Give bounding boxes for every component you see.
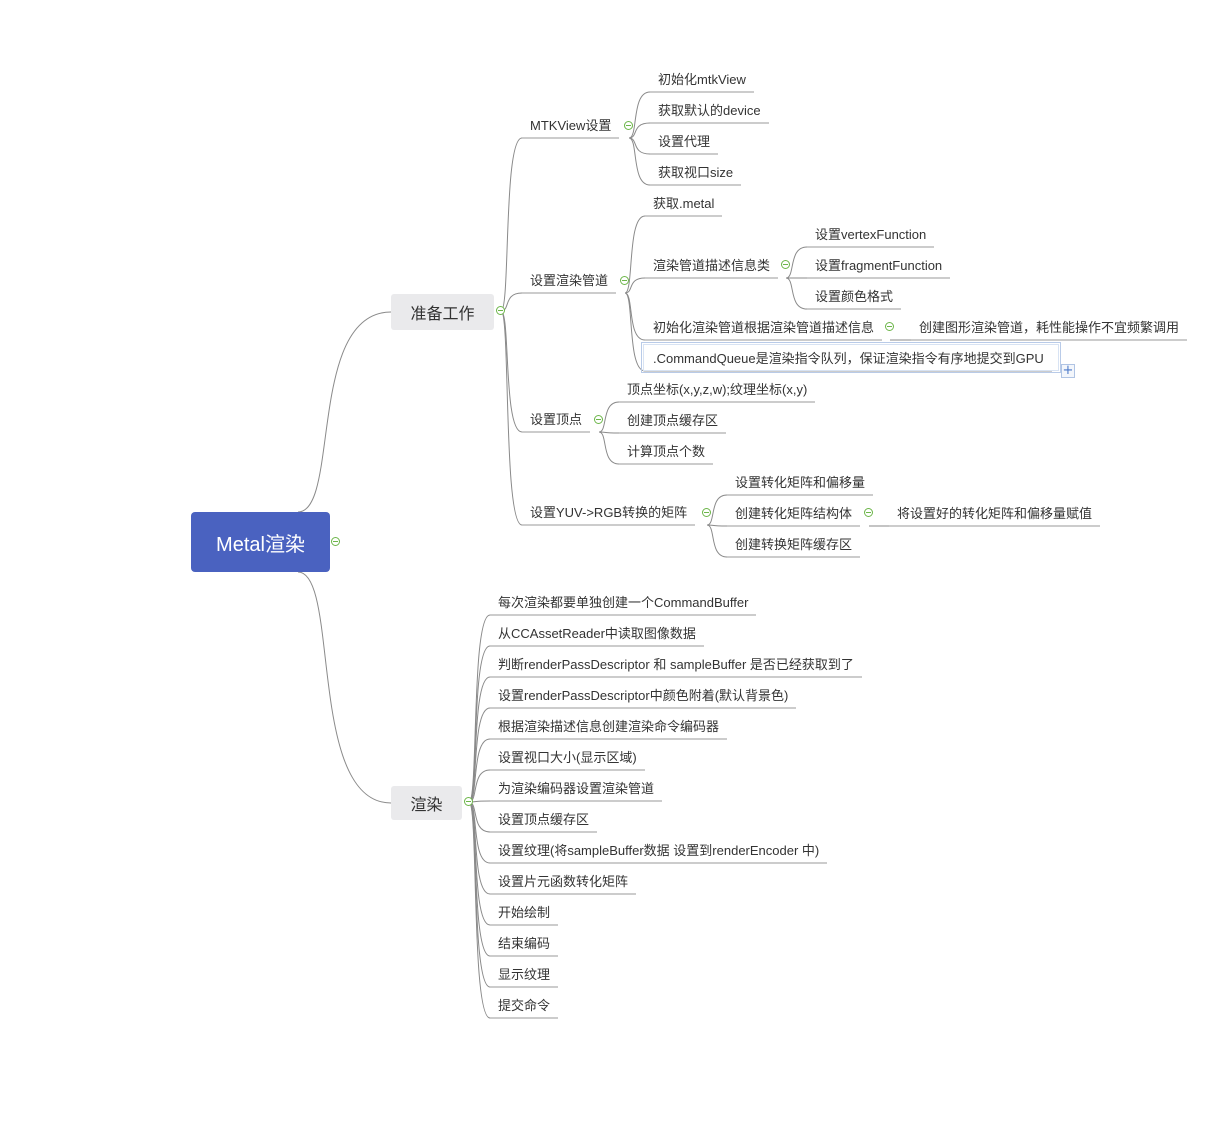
minus-circle-icon[interactable]: [496, 306, 505, 315]
node-render-step[interactable]: 从CCAssetReader中读取图像数据: [498, 626, 696, 641]
connector-render-step: [468, 801, 491, 988]
connector-branch: [706, 494, 728, 526]
connector-render-step: [468, 801, 491, 1019]
node-render-step[interactable]: 设置视口大小(显示区域): [498, 750, 637, 765]
node-pipeline-init[interactable]: 初始化渲染管道根据渲染管道描述信息: [653, 320, 875, 335]
node-yuv[interactable]: 设置YUV->RGB转换的矩阵: [530, 505, 688, 520]
node-render-step[interactable]: 显示纹理: [498, 967, 551, 982]
minus-circle-icon[interactable]: [331, 537, 340, 546]
connector-root-render: [297, 571, 392, 804]
minus-circle-icon[interactable]: [624, 121, 633, 130]
node-yuv-create-buffer[interactable]: 创建转换矩阵缓存区: [735, 537, 853, 552]
node-render-step[interactable]: 判断renderPassDescriptor 和 sampleBuffer 是否…: [498, 657, 854, 672]
minus-circle-icon[interactable]: [620, 276, 629, 285]
node-render-step[interactable]: 结束编码: [498, 936, 551, 951]
node-yuv-create-struct[interactable]: 创建转化矩阵结构体: [735, 506, 853, 521]
node-yuv-set-matrix[interactable]: 设置转化矩阵和偏移量: [735, 475, 866, 490]
node-render-step[interactable]: 提交命令: [498, 998, 551, 1013]
connector-branch: [706, 524, 728, 527]
connector-branch: [785, 246, 808, 279]
node-prepare-label: 准备工作: [410, 306, 475, 323]
node-command-queue[interactable]: .CommandQueue是渲染指令队列，保证渲染指令有序地提交到GPU: [653, 351, 1044, 366]
connector-branch: [598, 431, 620, 434]
node-pipeline[interactable]: 设置渲染管道: [530, 273, 609, 288]
node-mtkview[interactable]: MTKView设置: [530, 118, 612, 133]
node-vertex-item[interactable]: 顶点坐标(x,y,z,w);纹理坐标(x,y): [627, 382, 808, 397]
node-mtkview-item[interactable]: 初始化mtkView: [658, 72, 746, 87]
node-descriptor-item[interactable]: 设置fragmentFunction: [815, 258, 943, 273]
minus-circle-icon[interactable]: [864, 508, 873, 517]
connector-branch: [628, 122, 651, 139]
connector-branch: [706, 524, 728, 558]
node-mtkview-item[interactable]: 获取默认的device: [658, 103, 761, 118]
node-descriptor-item[interactable]: 设置vertexFunction: [815, 227, 927, 242]
minus-circle-icon[interactable]: [702, 508, 711, 517]
plus-icon[interactable]: +: [1061, 363, 1075, 378]
connector-branch: [628, 137, 651, 186]
minus-circle-icon[interactable]: [885, 322, 894, 331]
minus-circle-icon[interactable]: [464, 797, 473, 806]
node-render-step[interactable]: 设置片元函数转化矩阵: [498, 874, 629, 889]
node-vertex-item[interactable]: 计算顶点个数: [627, 444, 706, 459]
selection-frame: [641, 342, 1061, 373]
node-render-step[interactable]: 设置纹理(将sampleBuffer数据 设置到renderEncoder 中): [498, 843, 820, 858]
node-mtkview-item[interactable]: 设置代理: [658, 134, 711, 149]
root-label: Metal渲染: [216, 533, 305, 556]
selection-frame-inner: [643, 344, 1059, 371]
connector-prepare-child: [500, 310, 523, 433]
connector-root-prepare: [297, 311, 392, 513]
root-node[interactable]: Metal渲染: [191, 512, 330, 572]
node-render-step[interactable]: 根据渲染描述信息创建渲染命令编码器: [498, 719, 720, 734]
node-render-step[interactable]: 开始绘制: [498, 905, 551, 920]
node-get-metal[interactable]: 获取.metal: [653, 196, 715, 211]
node-descriptor-item[interactable]: 设置颜色格式: [815, 289, 894, 304]
connector-branch: [598, 431, 620, 465]
node-render-step[interactable]: 设置renderPassDescriptor中颜色附着(默认背景色): [498, 688, 789, 703]
node-yuv-struct-note[interactable]: 将设置好的转化矩阵和偏移量赋值: [897, 506, 1093, 521]
node-mtkview-item[interactable]: 获取视口size: [658, 165, 734, 180]
connector-branch: [624, 292, 646, 372]
node-render-step[interactable]: 每次渲染都要单独创建一个CommandBuffer: [498, 595, 749, 610]
connector-render-step: [468, 801, 491, 926]
node-render-label: 渲染: [410, 797, 443, 814]
connector-branch: [624, 215, 646, 294]
node-prepare[interactable]: 准备工作: [391, 294, 494, 330]
node-pipeline-init-note[interactable]: 创建图形渲染管道，耗性能操作不宜频繁调用: [919, 320, 1180, 335]
node-vertex[interactable]: 设置顶点: [530, 412, 583, 427]
node-vertex-item[interactable]: 创建顶点缓存区: [627, 413, 719, 428]
minus-circle-icon[interactable]: [781, 260, 790, 269]
connector-branch: [785, 277, 808, 310]
node-render-step[interactable]: 设置顶点缓存区: [498, 812, 590, 827]
minus-circle-icon[interactable]: [594, 415, 603, 424]
connector-prepare-child: [500, 137, 523, 312]
connector-branch: [624, 277, 646, 294]
node-render[interactable]: 渲染: [391, 786, 462, 820]
connector-branch: [598, 401, 620, 433]
node-render-step[interactable]: 为渲染编码器设置渲染管道: [498, 781, 655, 796]
node-pipeline-descriptor[interactable]: 渲染管道描述信息类: [653, 258, 771, 273]
connector-prepare-child: [500, 310, 523, 526]
connector-branch: [624, 292, 646, 341]
connector-branch: [628, 91, 651, 139]
